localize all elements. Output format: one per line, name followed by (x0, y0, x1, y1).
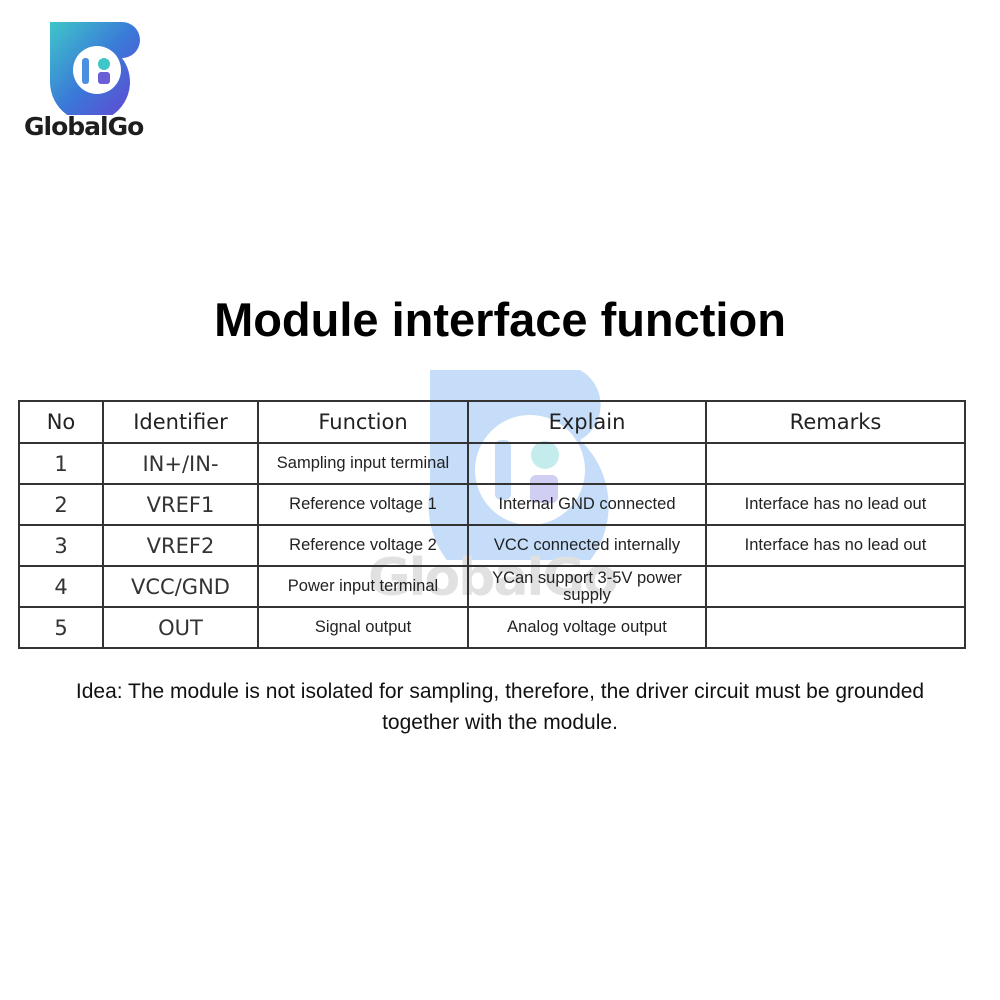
table-row: 5 OUT Signal output Analog voltage outpu… (18, 606, 966, 649)
cell-no: 2 (18, 483, 104, 526)
cell-explain: YCan support 3-5V power supply (467, 565, 707, 608)
cell-no: 3 (18, 524, 104, 567)
cell-no: 4 (18, 565, 104, 608)
cell-remarks: Interface has no lead out (705, 483, 966, 526)
column-header-function: Function (257, 400, 469, 444)
cell-remarks (705, 565, 966, 608)
cell-function: Power input terminal (257, 565, 469, 608)
cell-explain: Analog voltage output (467, 606, 707, 649)
cell-function: Sampling input terminal (257, 442, 469, 485)
brand-logo: GlobalGo (22, 20, 162, 141)
table-row: 2 VREF1 Reference voltage 1 Internal GND… (18, 483, 966, 526)
cell-identifier: VREF2 (102, 524, 259, 567)
cell-remarks: Interface has no lead out (705, 524, 966, 567)
cell-identifier: VCC/GND (102, 565, 259, 608)
column-header-remarks: Remarks (705, 400, 966, 444)
table-row: 4 VCC/GND Power input terminal YCan supp… (18, 565, 966, 608)
globalgo-logo-icon (50, 22, 140, 115)
cell-function: Reference voltage 1 (257, 483, 469, 526)
cell-remarks (705, 442, 966, 485)
column-header-explain: Explain (467, 400, 707, 444)
page-title: Module interface function (214, 293, 786, 346)
column-header-identifier: Identifier (102, 400, 259, 444)
table-header-row: No Identifier Function Explain Remarks (18, 400, 966, 444)
logo-text: GlobalGo (24, 112, 144, 141)
cell-explain: VCC connected internally (467, 524, 707, 567)
cell-function: Signal output (257, 606, 469, 649)
cell-identifier: IN+/IN- (102, 442, 259, 485)
cell-remarks (705, 606, 966, 649)
column-header-no: No (18, 400, 104, 444)
cell-function: Reference voltage 2 (257, 524, 469, 567)
cell-identifier: OUT (102, 606, 259, 649)
cell-no: 1 (18, 442, 104, 485)
cell-explain (467, 442, 707, 485)
table-row: 1 IN+/IN- Sampling input terminal (18, 442, 966, 485)
cell-identifier: VREF1 (102, 483, 259, 526)
table-row: 3 VREF2 Reference voltage 2 VCC connecte… (18, 524, 966, 567)
idea-note: Idea: The module is not isolated for sam… (75, 680, 925, 734)
interface-table: No Identifier Function Explain Remarks 1… (18, 400, 966, 649)
cell-no: 5 (18, 606, 104, 649)
cell-explain: Internal GND connected (467, 483, 707, 526)
